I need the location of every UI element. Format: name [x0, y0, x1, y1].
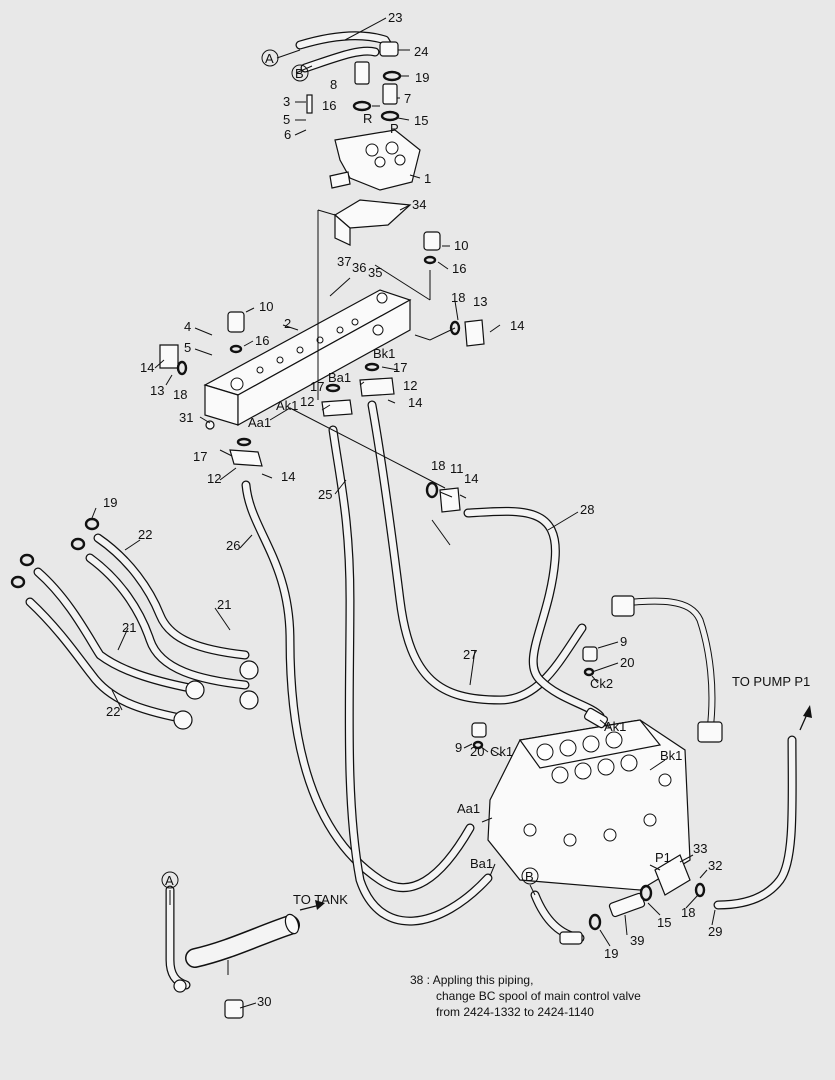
label-10b: 10: [259, 299, 273, 314]
main-control-valve: [487, 719, 691, 918]
footnote-line-3: from 2424-1332 to 2424-1140: [436, 1005, 594, 1019]
label-18b: 18: [173, 387, 187, 402]
label-26: 26: [226, 538, 240, 553]
label-3: 3: [283, 94, 290, 109]
label-28: 28: [580, 502, 594, 517]
label-14d: 14: [281, 469, 295, 484]
label-15: 15: [414, 113, 428, 128]
label-18d: 18: [681, 905, 695, 920]
label-14: 14: [510, 318, 524, 333]
label-37: 37: [337, 254, 351, 269]
label-18: 18: [451, 290, 465, 305]
marker-A-top: A: [265, 51, 274, 66]
label-11: 11: [450, 461, 464, 476]
label-Ck1: Ck1: [490, 744, 513, 759]
label-12: 12: [403, 378, 417, 393]
marker-A-bottom: A: [165, 873, 174, 888]
pump-pipe: [611, 595, 723, 743]
tank-pipe: [185, 913, 300, 975]
label-21b: 21: [122, 620, 136, 635]
label-18c: 18: [431, 458, 445, 473]
label-39: 39: [630, 933, 644, 948]
label-34: 34: [412, 197, 426, 212]
valve-1: [306, 41, 421, 191]
label-10: 10: [454, 238, 468, 253]
label-P: P: [390, 121, 399, 136]
label-2: 2: [284, 316, 291, 331]
footnote-line-1: 38 : Appling this piping,: [410, 973, 533, 987]
label-5b: 5: [184, 340, 191, 355]
label-Ak1b: Ak1: [604, 719, 626, 734]
label-12c: 12: [207, 471, 221, 486]
label-22: 22: [138, 527, 152, 542]
label-23: 23: [388, 10, 402, 25]
label-1: 1: [424, 171, 431, 186]
label-Aa1b: Aa1: [457, 801, 480, 816]
label-22b: 22: [106, 704, 120, 719]
label-30: 30: [257, 994, 271, 1009]
label-17b: 17: [310, 379, 324, 394]
label-15b: 15: [657, 915, 671, 930]
label-14b: 14: [140, 360, 154, 375]
label-16b: 16: [452, 261, 466, 276]
label-19b: 19: [103, 495, 117, 510]
label-9b: 9: [455, 740, 462, 755]
label-20b: 20: [470, 744, 484, 759]
label-Ak1: Ak1: [276, 398, 298, 413]
label-32: 32: [708, 858, 722, 873]
label-14e: 14: [464, 471, 478, 486]
label-20: 20: [620, 655, 634, 670]
label-36: 36: [352, 260, 366, 275]
label-Ba1b: Ba1: [470, 856, 493, 871]
label-9: 9: [620, 634, 627, 649]
label-to-pump: TO PUMP P1: [732, 674, 810, 689]
footnote: 38 : Appling this piping, change BC spoo…: [410, 973, 641, 1019]
label-16: 16: [322, 98, 336, 113]
label-14c: 14: [408, 395, 422, 410]
reference-markers: A B A B: [161, 49, 539, 889]
label-16c: 16: [255, 333, 269, 348]
label-8: 8: [330, 77, 337, 92]
label-21: 21: [217, 597, 231, 612]
label-5: 5: [283, 112, 290, 127]
label-19c: 19: [604, 946, 618, 961]
marker-B-bottom: B: [525, 869, 534, 884]
label-Aa1: Aa1: [248, 415, 271, 430]
label-13b: 13: [150, 383, 164, 398]
marker-B-top: B: [295, 66, 304, 81]
leader-lines: [91, 17, 812, 1009]
label-31: 31: [179, 410, 193, 425]
label-27: 27: [463, 647, 477, 662]
label-17: 17: [393, 360, 407, 375]
label-33: 33: [693, 841, 707, 856]
label-25: 25: [318, 487, 332, 502]
label-Ba1: Ba1: [328, 370, 351, 385]
label-29: 29: [708, 924, 722, 939]
label-to-tank: TO TANK: [293, 892, 348, 907]
label-Bk1b: Bk1: [660, 748, 682, 763]
part-labels: 23 24 8 19 7 3 16 R 5 P 15 6 1 34 10 37 …: [103, 10, 810, 1009]
manifold-2: [203, 289, 412, 427]
bracket-34: [333, 199, 412, 246]
label-24: 24: [414, 44, 428, 59]
label-P1: P1: [655, 850, 671, 865]
label-12b: 12: [300, 394, 314, 409]
label-7: 7: [404, 91, 411, 106]
label-35: 35: [368, 265, 382, 280]
footnote-line-2: change BC spool of main control valve: [436, 989, 641, 1003]
fittings: [159, 231, 609, 1019]
label-Bk1: Bk1: [373, 346, 395, 361]
label-Ck2: Ck2: [590, 676, 613, 691]
label-19: 19: [415, 70, 429, 85]
label-17c: 17: [193, 449, 207, 464]
label-R: R: [363, 111, 372, 126]
label-6: 6: [284, 127, 291, 142]
label-13: 13: [473, 294, 487, 309]
label-4: 4: [184, 319, 191, 334]
